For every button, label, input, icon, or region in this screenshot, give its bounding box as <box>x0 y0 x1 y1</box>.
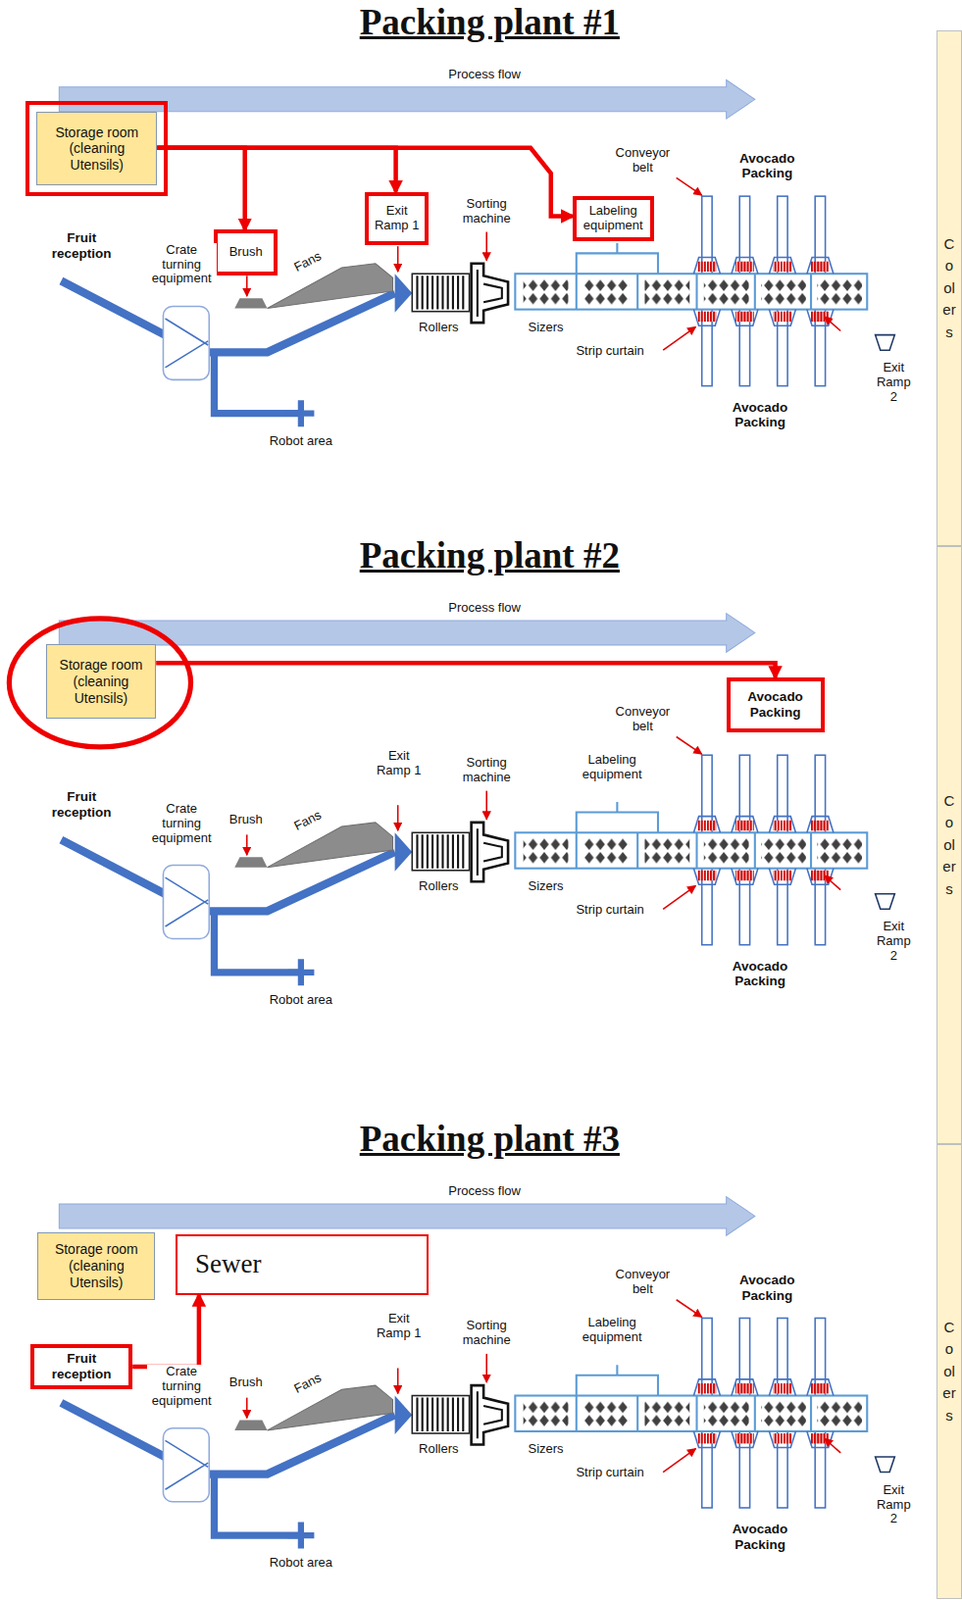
flow-arrow <box>156 148 396 193</box>
sewer-box: Sewer <box>175 1234 429 1296</box>
node-text: Exit Ramp 1 <box>371 203 421 234</box>
part-label: Fruit reception <box>41 230 123 261</box>
node-text: Storage room (cleaning Utensils) <box>50 657 152 707</box>
highlight-box: Avocado Packing <box>726 677 825 733</box>
part-label: Conveyor belt <box>609 1267 676 1298</box>
flow-arrow <box>156 148 246 230</box>
part-label: Exit Ramp 2 <box>872 1483 914 1528</box>
part-label: Robot area <box>254 993 348 1009</box>
part-label: Sizers <box>514 879 576 895</box>
part-label: Sizers <box>514 1442 576 1458</box>
part-label: Strip curtain <box>558 903 661 918</box>
storage-room-box: Storage room (cleaning Utensils) <box>46 644 156 719</box>
highlight-box: Brush <box>213 229 277 276</box>
plant-title: Packing plant #1 <box>183 2 796 44</box>
flow-label: Process flow <box>423 67 547 83</box>
node-text: Coolers <box>941 790 957 902</box>
part-label: Fans <box>282 803 335 840</box>
flow-label: Process flow <box>423 601 547 616</box>
highlight-box: Labeling equipment <box>572 196 655 242</box>
plant-title: Packing plant #3 <box>183 1119 796 1161</box>
part-label: Sorting machine <box>450 197 524 227</box>
node-text: Avocado Packing <box>733 689 818 720</box>
part-label: Fruit reception <box>41 789 123 820</box>
node-text: Storage room (cleaning Utensils) <box>41 1241 152 1291</box>
part-label: Crate turning equipment <box>147 1365 217 1410</box>
part-label: Sorting machine <box>450 1318 524 1349</box>
area-label: Avocado Packing <box>713 1521 807 1553</box>
node-text: Labeling equipment <box>579 203 648 234</box>
part-label: Conveyor belt <box>609 146 676 176</box>
flow-arrow <box>132 1295 200 1368</box>
part-label: Strip curtain <box>558 344 661 359</box>
part-label: Exit Ramp 1 <box>376 749 422 779</box>
part-label: Rollers <box>407 879 469 895</box>
part-label: Brush <box>220 812 272 828</box>
part-label: Strip curtain <box>558 1466 661 1481</box>
area-label: Avocado Packing <box>720 1272 813 1304</box>
storage-room-box: Storage room (cleaning Utensils) <box>36 111 157 186</box>
flow-label: Process flow <box>423 1184 547 1200</box>
highlight-box: Fruit reception <box>30 1344 133 1390</box>
highlight-box: Exit Ramp 1 <box>364 192 428 246</box>
coolers-band: Coolers <box>936 1144 962 1600</box>
part-label: Conveyor belt <box>609 705 676 735</box>
part-label: Crate turning equipment <box>147 243 217 288</box>
part-label: Brush <box>220 1375 272 1391</box>
part-label: Rollers <box>407 320 469 336</box>
part-label: Exit Ramp 2 <box>872 919 914 964</box>
node-text: Sewer <box>195 1249 261 1280</box>
area-label: Avocado Packing <box>720 151 813 182</box>
part-label: Labeling equipment <box>571 753 654 783</box>
flow-arrow <box>155 662 775 678</box>
area-label: Avocado Packing <box>713 959 807 990</box>
part-label: Exit Ramp 1 <box>376 1312 422 1342</box>
part-label: Labeling equipment <box>571 1316 654 1346</box>
plant-title: Packing plant #2 <box>183 536 796 577</box>
area-label: Avocado Packing <box>713 400 807 431</box>
coolers-band: Coolers <box>936 30 962 546</box>
node-text: Brush <box>229 245 263 260</box>
part-label: Robot area <box>254 1556 348 1571</box>
node-text: Coolers <box>941 233 957 345</box>
coolers-band: Coolers <box>936 546 962 1146</box>
part-label: Exit Ramp 2 <box>872 360 914 406</box>
part-label: Rollers <box>407 1442 469 1458</box>
part-label: Crate turning equipment <box>147 802 217 847</box>
node-text: Storage room (cleaning Utensils) <box>40 124 153 174</box>
node-text: Coolers <box>941 1316 957 1428</box>
part-label: Fans <box>282 1366 335 1403</box>
part-label: Sorting machine <box>450 756 524 786</box>
storage-room-box: Storage room (cleaning Utensils) <box>37 1232 155 1302</box>
part-label: Robot area <box>254 434 348 450</box>
node-text: Fruit reception <box>37 1351 126 1382</box>
part-label: Sizers <box>514 320 576 336</box>
part-label: Fans <box>282 244 335 281</box>
